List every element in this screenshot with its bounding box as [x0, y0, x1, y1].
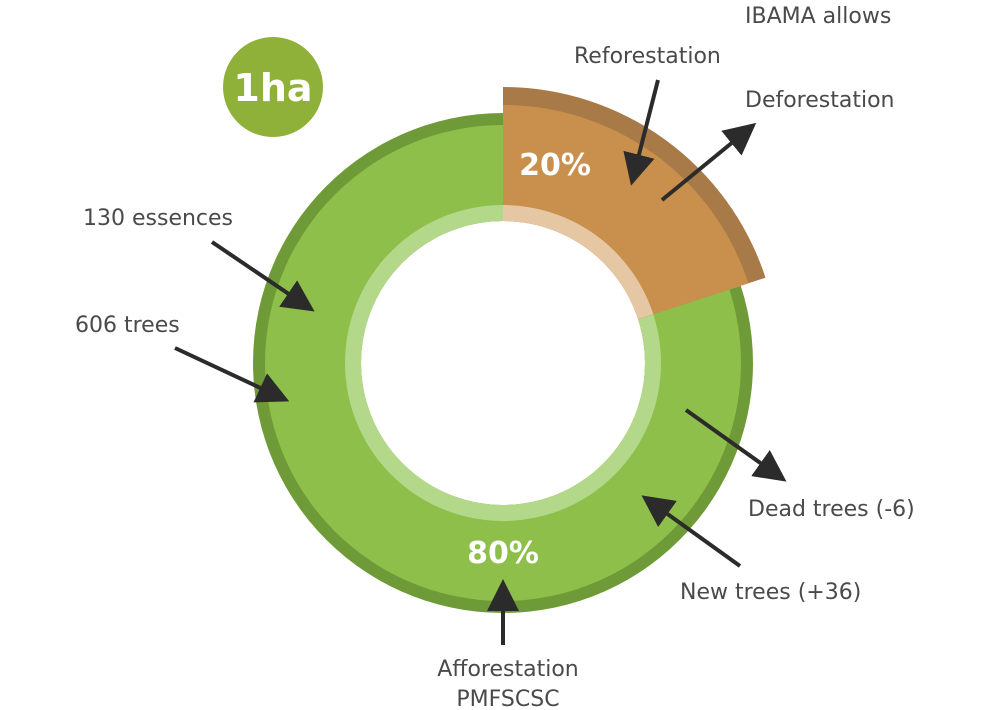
annotation-dead-trees: Dead trees (-6) — [748, 497, 915, 522]
slice-management — [503, 105, 749, 320]
arrow-reforestation — [623, 79, 660, 186]
arrow-dead-trees — [684, 408, 787, 482]
annotation-new-trees: New trees (+36) — [680, 580, 861, 605]
value-label-reserve: 80% — [467, 536, 539, 571]
value-label-management: 20% — [519, 148, 591, 183]
area-badge — [223, 37, 323, 137]
area-badge-label: 1ha — [233, 66, 312, 110]
annotation-afforestation: Afforestation — [437, 657, 578, 682]
arrow-new-trees — [641, 495, 742, 568]
slice-management-inner — [503, 205, 654, 320]
slice-reserve — [265, 125, 742, 602]
annotation-reforestation: Reforestation — [574, 44, 721, 69]
annotation-trees: 606 trees — [75, 313, 180, 338]
annotation-ibama: IBAMA allows — [745, 4, 891, 29]
annotation-deforestation: Deforestation — [745, 88, 895, 113]
donut-slices — [253, 87, 766, 614]
annotation-pmfscsc: PMFSCSC — [456, 687, 559, 710]
arrow-trees — [174, 346, 290, 403]
annotation-essences: 130 essences — [83, 206, 233, 231]
arrow-essences — [210, 240, 315, 312]
arrow-deforestation — [660, 122, 757, 202]
